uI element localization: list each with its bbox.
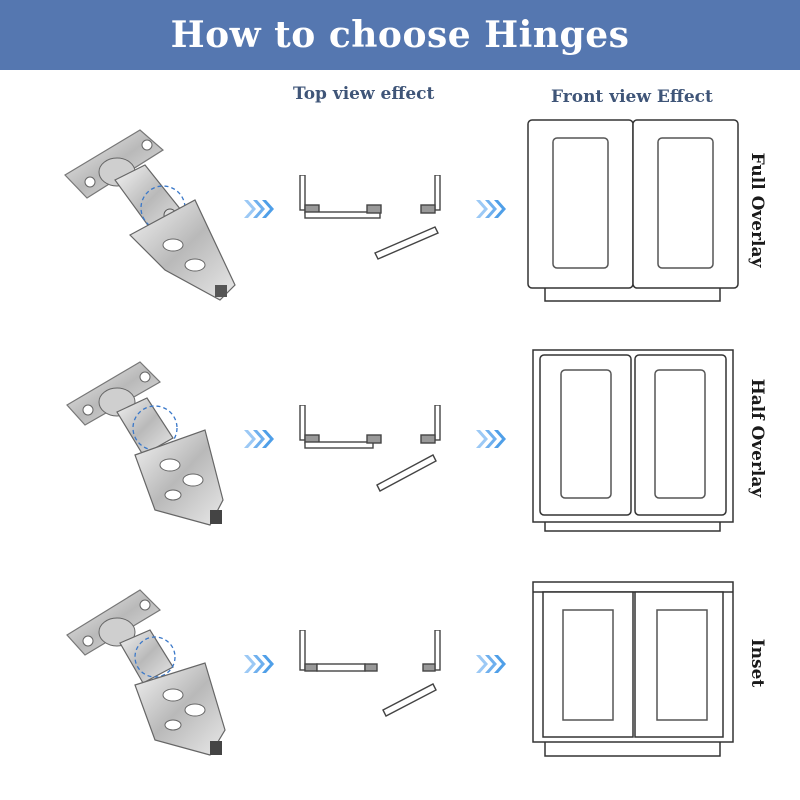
- arrow-icon: [476, 655, 506, 673]
- cabinet-front-diagram: [532, 581, 734, 757]
- cabinet-front-diagram: [532, 349, 734, 532]
- arrow-icon: [244, 200, 274, 218]
- row-half-overlay: Half Overlay: [0, 340, 800, 565]
- arrow-icon: [476, 430, 506, 448]
- arrow-icon: [244, 655, 274, 673]
- row-inset: Inset: [0, 565, 800, 790]
- cabinet-front-diagram: [527, 119, 739, 302]
- page-title: How to choose Hinges: [170, 14, 630, 56]
- front-view-heading: Front view Effect: [551, 87, 713, 107]
- hinge-image: [66, 589, 226, 756]
- top-view-diagram: [299, 405, 441, 492]
- hinge-image: [66, 361, 224, 526]
- hinge-image: [64, 129, 236, 301]
- arrow-icon: [244, 430, 274, 448]
- top-view-diagram: [299, 630, 441, 717]
- title-banner: How to choose Hinges: [0, 0, 800, 70]
- arrow-icon: [476, 200, 506, 218]
- top-view-diagram: [299, 175, 441, 260]
- row-full-overlay: Full Overlay: [0, 110, 800, 335]
- top-view-heading: Top view effect: [293, 84, 435, 104]
